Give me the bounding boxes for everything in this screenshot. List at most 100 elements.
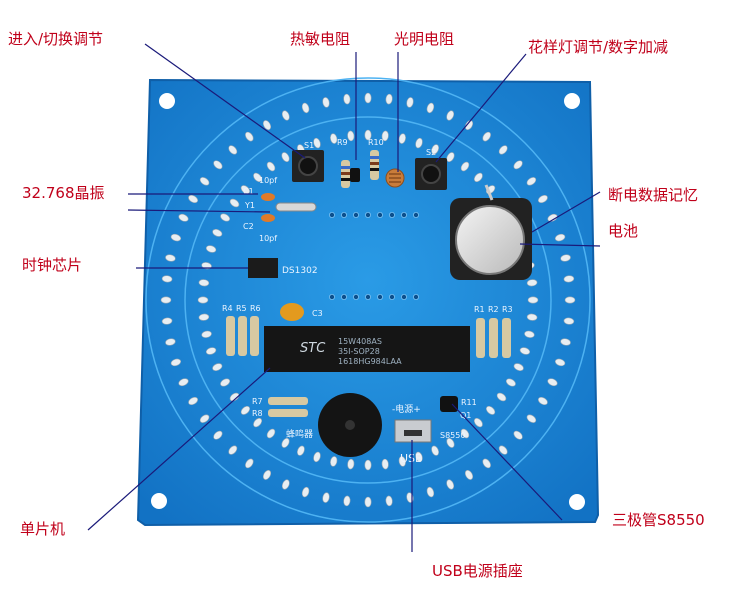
solder-hole <box>352 293 359 300</box>
backup-battery <box>450 184 532 280</box>
led <box>330 456 338 467</box>
led <box>446 152 455 163</box>
crystal-y1: Y1 <box>244 201 317 212</box>
led <box>178 213 189 222</box>
callout-mcu: 单片机 <box>20 520 66 538</box>
silk-r4: R4 <box>222 304 233 313</box>
led <box>198 279 210 287</box>
led <box>262 120 272 131</box>
led <box>245 458 254 469</box>
led <box>301 102 310 114</box>
chip-text-1: 15W408AS <box>338 337 382 346</box>
led <box>213 160 223 170</box>
led <box>560 254 571 262</box>
led <box>460 161 470 172</box>
silk-r6: R6 <box>250 304 261 313</box>
button-s1[interactable]: S1 <box>292 141 324 182</box>
callout-battery-line2: 电池 <box>608 222 639 240</box>
resistors-r1-r3: R1 R2 R3 <box>474 305 513 358</box>
usb-socket: -电源+ USB <box>392 403 432 465</box>
silk-usb: USB <box>400 452 423 465</box>
led <box>201 330 212 338</box>
led <box>398 133 406 144</box>
solder-hole <box>388 293 395 300</box>
led <box>426 102 435 114</box>
led <box>563 275 575 283</box>
led <box>281 152 290 163</box>
solder-hole <box>340 211 347 218</box>
transistor-q1: R11 Q1 S8550 <box>440 396 477 440</box>
led <box>281 479 290 490</box>
led <box>513 430 523 440</box>
thermistor: R9 <box>337 138 360 188</box>
solder-hole <box>412 211 419 218</box>
silk-r10: R10 <box>368 138 384 147</box>
led <box>170 233 182 242</box>
silk-s8550: S8550 <box>440 431 465 440</box>
led <box>547 378 558 387</box>
led <box>537 194 548 204</box>
solder-hole <box>364 211 371 218</box>
led <box>262 469 272 480</box>
led <box>431 445 439 456</box>
led <box>364 459 372 471</box>
callout-thermistor: 热敏电阻 <box>290 30 351 48</box>
silk-ds1302: DS1302 <box>282 266 318 276</box>
led <box>498 145 508 155</box>
led <box>301 486 310 498</box>
led <box>160 296 172 304</box>
led <box>253 172 263 182</box>
silk-buzzer: 蜂鸣器 <box>286 428 313 440</box>
solder-hole <box>376 293 383 300</box>
led <box>526 177 537 186</box>
led <box>526 279 538 287</box>
silk-c3: C3 <box>312 309 323 318</box>
led <box>220 213 231 222</box>
callout-crystal: 32.768晶振 <box>22 184 105 202</box>
led <box>505 378 516 387</box>
led <box>385 93 393 105</box>
led <box>560 338 571 346</box>
led <box>385 495 393 507</box>
led <box>266 428 276 439</box>
led <box>364 129 372 141</box>
led <box>364 92 372 104</box>
silk-s1: S1 <box>304 141 314 150</box>
led <box>240 185 250 195</box>
capacitor-c3: C3 <box>280 303 323 321</box>
trace-ring <box>145 77 591 523</box>
ds1302-chip: DS1302 <box>248 258 318 278</box>
solder-hole <box>340 293 347 300</box>
chip-brand: STC <box>300 341 326 356</box>
header-holes-top <box>328 211 419 218</box>
led <box>464 120 474 131</box>
silk-r2: R2 <box>488 305 499 314</box>
led <box>527 296 539 304</box>
solder-hole <box>364 293 371 300</box>
led <box>406 97 414 108</box>
silk-y1: Y1 <box>244 201 255 210</box>
callout-photoresistor: 光明电阻 <box>394 30 455 48</box>
led <box>205 245 217 253</box>
callout-pattern-adjust: 花样灯调节/数字加减 <box>528 38 669 56</box>
silk-c1: C1 <box>243 187 254 196</box>
led <box>281 110 290 121</box>
led <box>197 296 209 304</box>
button-s2[interactable]: S2 <box>415 148 447 190</box>
led <box>240 405 250 415</box>
silk-r1: R1 <box>474 305 485 314</box>
led <box>526 414 537 423</box>
led <box>498 445 508 455</box>
silk-r7: R7 <box>252 397 263 406</box>
silk-r3: R3 <box>502 305 513 314</box>
solder-hole <box>388 211 395 218</box>
led <box>178 378 189 387</box>
silk-q1: Q1 <box>460 411 471 420</box>
led <box>253 418 263 428</box>
callout-usb-socket: USB电源插座 <box>432 562 523 580</box>
photoresistor <box>385 168 405 188</box>
led <box>347 130 355 142</box>
led <box>313 137 321 149</box>
led <box>205 347 217 355</box>
led <box>343 495 351 507</box>
